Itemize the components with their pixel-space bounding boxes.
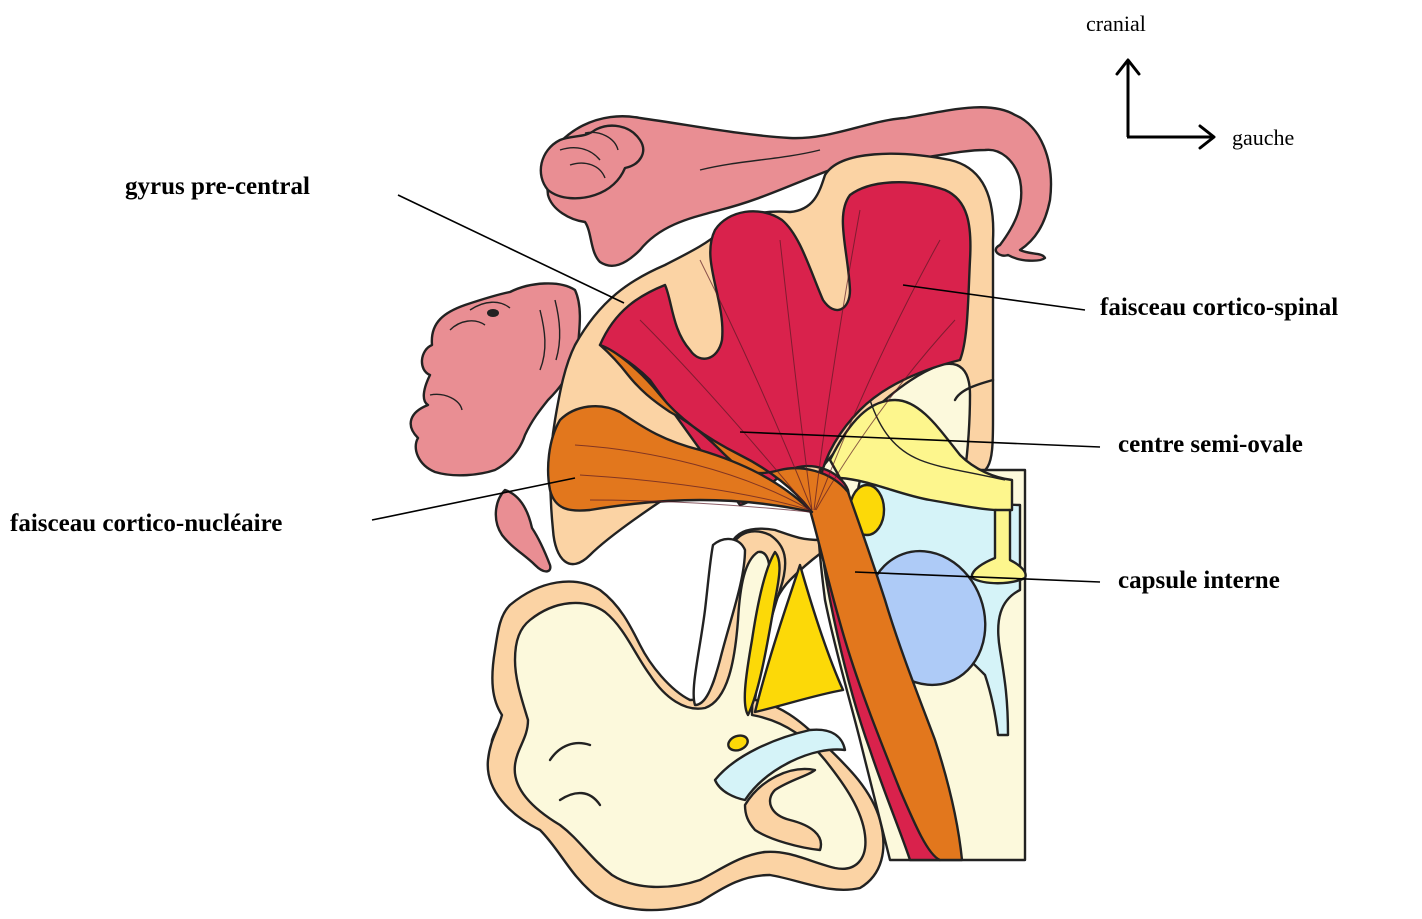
orientation-right-label: gauche — [1232, 125, 1294, 150]
label-cortico-spinal: faisceau cortico-spinal — [1100, 294, 1338, 321]
orientation-indicator: cranial gauche — [1086, 11, 1294, 150]
orientation-up-label: cranial — [1086, 11, 1146, 36]
brain-section — [488, 154, 1026, 910]
label-gyrus: gyrus pre-central — [125, 173, 310, 200]
homunculus-tongue — [496, 490, 551, 571]
leader-cortico-nucleaire — [372, 478, 575, 520]
label-cortico-nucleaire: faisceau cortico-nucléaire — [10, 510, 282, 537]
label-capsule-interne: capsule interne — [1118, 567, 1280, 594]
label-centre-semi-ovale: centre semi-ovale — [1118, 431, 1303, 458]
